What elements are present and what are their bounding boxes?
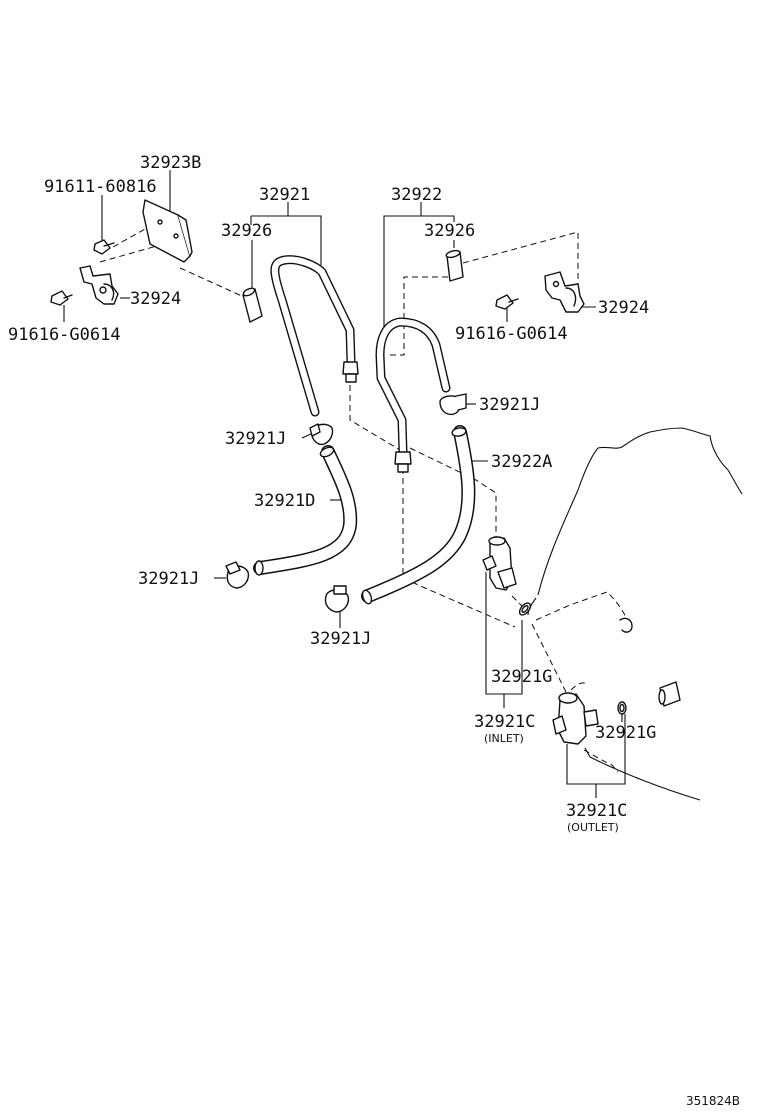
gasket-32921g-upper	[518, 602, 532, 616]
label-91611-60816: 91611-60816	[44, 177, 157, 197]
label-32921j-a: 32921J	[479, 395, 540, 415]
label-32921g-lower: 32921G	[595, 723, 656, 743]
label-91616-g0614-left: 91616-G0614	[8, 325, 121, 345]
label-32922a: 32922A	[491, 452, 552, 472]
label-32921j-d: 32921J	[310, 629, 371, 649]
part-labels: 32923B 91611-60816 32924 91616-G0614 329…	[8, 153, 740, 1108]
label-32922: 32922	[391, 185, 442, 205]
label-inlet-note: (INLET)	[484, 732, 524, 745]
outlet-union-32921c	[552, 692, 599, 745]
label-32926-left: 32926	[221, 221, 272, 241]
hose-clip-32921j-b	[439, 393, 467, 416]
hose-32921d	[253, 445, 358, 576]
transmission-housing-outline	[527, 427, 743, 801]
hose-clip-32921j-d	[324, 585, 350, 613]
pipe-32922	[375, 317, 451, 473]
label-32926-right: 32926	[424, 221, 475, 241]
clamp-bracket-32924-right	[544, 271, 585, 313]
hose-32922a	[361, 425, 476, 605]
spacer-32926-right	[445, 249, 464, 282]
label-32921c-inlet: 32921C	[474, 712, 535, 732]
reference-number: 351824B	[686, 1094, 740, 1108]
bolt-91616-g0614-left	[50, 290, 73, 306]
bolt-91616-g0614-right	[495, 294, 519, 310]
gasket-32921g-lower	[617, 701, 627, 715]
spacer-32926-left	[242, 287, 263, 323]
label-32921j-b: 32921J	[225, 429, 286, 449]
label-32924-left: 32924	[130, 289, 181, 309]
label-91616-g0614-right: 91616-G0614	[455, 324, 568, 344]
transmission-fitting	[619, 617, 681, 707]
label-32921c-outlet: 32921C	[566, 801, 627, 821]
label-32923b: 32923B	[140, 153, 201, 173]
label-32921: 32921	[259, 185, 310, 205]
bracket-32923b	[142, 199, 193, 263]
dashed-leaders	[99, 227, 631, 773]
clamp-bracket-32924-left	[79, 265, 119, 305]
hose-clip-32921j-a	[309, 423, 334, 446]
label-32924-right: 32924	[598, 298, 649, 318]
bolt-91611-60816	[93, 239, 115, 255]
hose-clip-32921j-c	[225, 561, 250, 589]
inlet-union-32921c	[482, 536, 517, 591]
label-outlet-note: (OUTLET)	[567, 821, 619, 834]
pipe-32921	[270, 255, 359, 417]
label-32921d: 32921D	[254, 491, 315, 511]
label-32921g-upper: 32921G	[491, 667, 552, 687]
label-32921j-c: 32921J	[138, 569, 199, 589]
